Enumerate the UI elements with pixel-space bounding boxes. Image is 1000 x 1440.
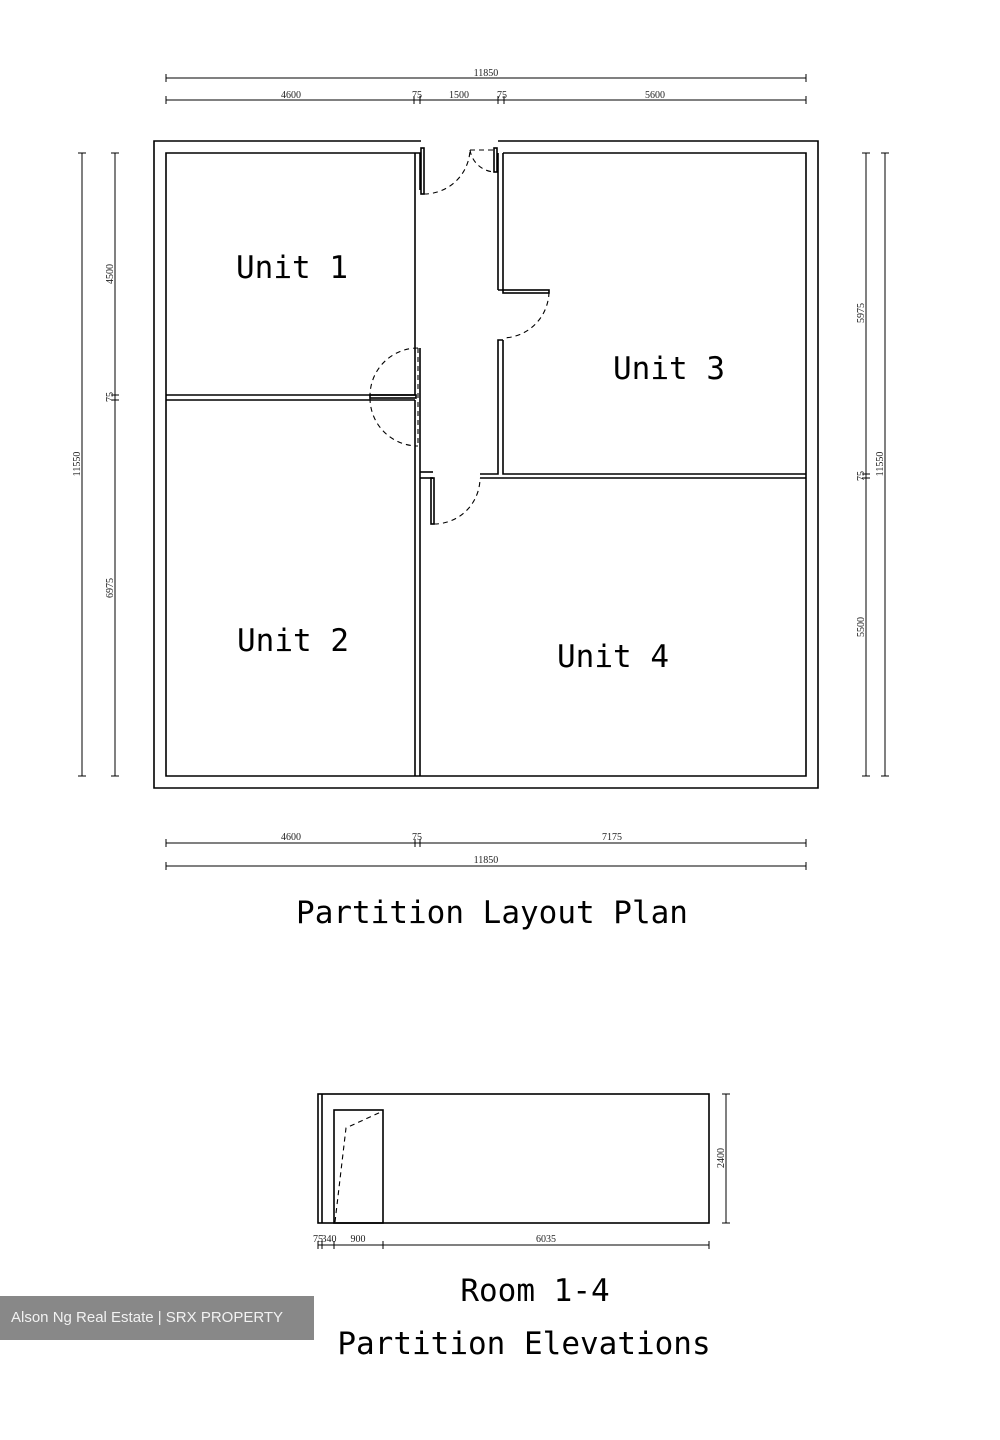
dim-right-total: 11550 <box>875 452 886 477</box>
elev-dim-3: 900 <box>351 1234 366 1245</box>
dim-top-5: 5600 <box>645 90 665 101</box>
dim-top-3: 1500 <box>449 90 469 101</box>
unit-1-label: Unit 1 <box>236 250 348 286</box>
interior-partitions <box>166 147 806 776</box>
plan-title: Partition Layout Plan <box>296 895 688 931</box>
dim-left-2: 75 <box>105 392 116 402</box>
dim-bottom-1: 4600 <box>281 832 301 843</box>
dim-top-1: 4600 <box>281 90 301 101</box>
top-dimensions: 11850 4600 75 1500 75 5600 <box>165 68 807 104</box>
left-dimensions: 11550 4500 75 6975 <box>72 152 119 777</box>
elev-dim-height: 2400 <box>716 1148 727 1168</box>
unit-4-label: Unit 4 <box>557 639 669 675</box>
dim-right-2: 75 <box>856 471 867 481</box>
elevation-room-title: Room 1-4 <box>460 1273 609 1309</box>
outer-walls <box>153 140 819 789</box>
dim-top-4: 75 <box>497 90 507 101</box>
elevation-title: Partition Elevations <box>337 1326 710 1362</box>
dim-bottom-total: 11850 <box>474 855 499 866</box>
dim-bottom-2: 75 <box>412 832 422 843</box>
dim-left-1: 4500 <box>105 264 116 284</box>
dim-top-total: 11850 <box>474 68 499 79</box>
elev-dim-4: 6035 <box>536 1234 556 1245</box>
watermark-banner: Alson Ng Real Estate | SRX PROPERTY <box>0 1296 314 1340</box>
dim-right-3: 5500 <box>856 617 867 637</box>
elev-dim-1: 75 <box>313 1234 323 1245</box>
dim-right-1: 5975 <box>856 303 867 323</box>
dim-left-total: 11550 <box>72 452 83 477</box>
elev-dim-2: 340 <box>322 1234 337 1245</box>
door-swings <box>369 149 550 525</box>
unit-2-label: Unit 2 <box>237 623 349 659</box>
dim-bottom-3: 7175 <box>602 832 622 843</box>
bottom-dimensions: 4600 75 7175 11850 <box>165 832 807 870</box>
dim-left-3: 6975 <box>105 578 116 598</box>
right-dimensions: 5975 75 5500 11550 <box>856 152 889 777</box>
dim-top-2: 75 <box>412 90 422 101</box>
elevation-drawing: 2400 75 340 900 6035 <box>313 1093 730 1249</box>
unit-3-label: Unit 3 <box>613 351 725 387</box>
room-labels: Unit 1 Unit 2 Unit 3 Unit 4 <box>236 250 725 675</box>
